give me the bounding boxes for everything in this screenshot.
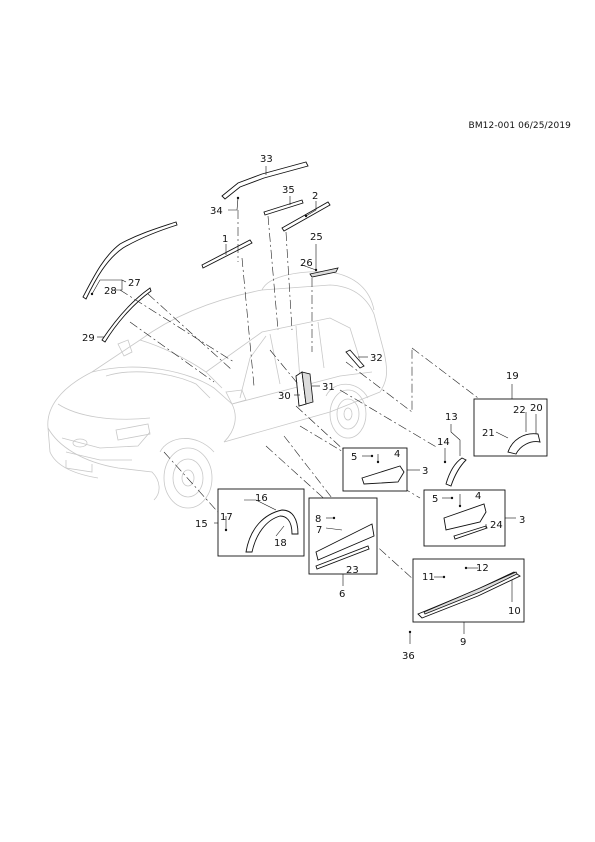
wheel-flare-part-16 <box>245 509 299 553</box>
callout-13: 13 <box>445 412 458 423</box>
leader-dots <box>90 196 468 634</box>
callout-25: 25 <box>310 232 323 243</box>
molding-part-1 <box>201 239 253 269</box>
callout-labels: 33 34 35 2 1 25 26 27 28 29 31 30 32 19 … <box>82 154 543 662</box>
callout-14: 14 <box>437 437 450 448</box>
callout-17: 17 <box>220 512 233 523</box>
callout-16: 16 <box>255 493 268 504</box>
callout-9: 9 <box>460 637 466 648</box>
callout-22: 22 <box>513 405 526 416</box>
callout-4-left: 4 <box>394 449 400 460</box>
callout-15: 15 <box>195 519 208 530</box>
callout-7: 7 <box>316 525 322 536</box>
callout-10: 10 <box>508 606 521 617</box>
vehicle-outline <box>47 271 388 509</box>
callout-1: 1 <box>222 234 228 245</box>
callout-3-left: 3 <box>422 466 428 477</box>
parts <box>82 161 467 487</box>
diagram-reference-code: BM12-001 06/25/2019 <box>468 121 571 131</box>
callout-27: 27 <box>128 278 141 289</box>
rocker-panel-part-10 <box>423 571 518 615</box>
callout-2: 2 <box>312 191 318 202</box>
callout-18: 18 <box>274 538 287 549</box>
callout-3-right: 3 <box>519 515 525 526</box>
callout-5-left: 5 <box>351 452 357 463</box>
callout-19: 19 <box>506 371 519 382</box>
roof-molding-part-35 <box>263 199 304 216</box>
callout-28: 28 <box>104 286 117 297</box>
b-pillar-part-31 <box>301 371 314 405</box>
door-molding-part-5-right <box>443 503 487 531</box>
windshield-reveal-part-27 <box>82 221 178 300</box>
callout-35: 35 <box>282 185 295 196</box>
callout-32: 32 <box>370 353 383 364</box>
callout-34: 34 <box>210 206 223 217</box>
molding-part-29 <box>101 287 152 343</box>
callout-12: 12 <box>476 563 489 574</box>
callout-20: 20 <box>530 403 543 414</box>
callout-29: 29 <box>82 333 95 344</box>
rocker-molding-part-7 <box>315 523 375 561</box>
c-pillar-part-32 <box>345 349 365 369</box>
door-molding-part-24 <box>453 525 488 540</box>
callout-26: 26 <box>300 258 313 269</box>
callout-8: 8 <box>315 514 321 525</box>
callout-31: 31 <box>322 382 335 393</box>
callout-30: 30 <box>278 391 291 402</box>
arch-part-13 <box>445 457 467 487</box>
callout-21: 21 <box>482 428 495 439</box>
wheel-flare-part-21 <box>507 433 541 455</box>
callout-23: 23 <box>346 565 359 576</box>
callout-36: 36 <box>402 651 415 662</box>
callout-6: 6 <box>339 589 345 600</box>
leader-lines <box>91 166 537 644</box>
callout-24: 24 <box>490 520 503 531</box>
rocker-molding-part-23 <box>315 545 370 570</box>
callout-5-right: 5 <box>432 494 438 505</box>
callout-11: 11 <box>422 572 435 583</box>
callout-33: 33 <box>260 154 273 165</box>
callout-4-right: 4 <box>475 491 481 502</box>
molding-part-25 <box>309 267 339 278</box>
roof-rail-part-33 <box>221 161 309 200</box>
door-molding-part-5-left <box>361 465 405 485</box>
